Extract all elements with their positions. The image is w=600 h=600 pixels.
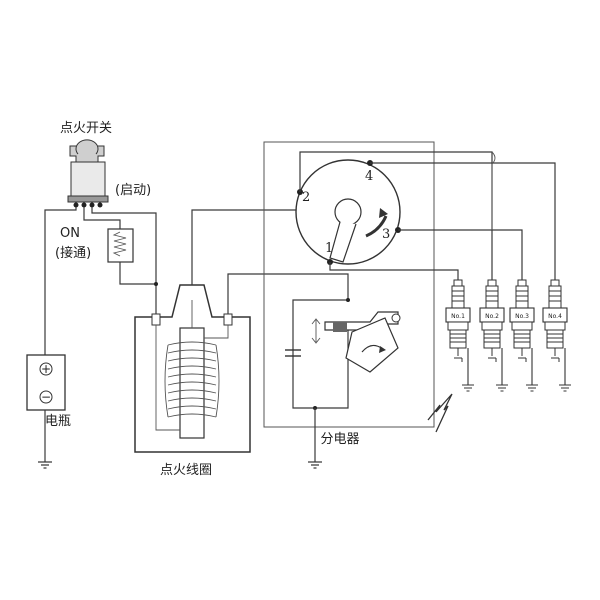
ground-symbol-battery: [38, 461, 52, 469]
ignition-coil-label: 点火线圈: [160, 463, 212, 478]
distributor-cap: [295, 159, 401, 265]
cap-number-2: 2: [302, 190, 310, 205]
ground-symbol-distributor: [308, 461, 322, 469]
spark-plug-label: No.4: [548, 313, 562, 320]
distributor-label: 分电器: [320, 432, 359, 447]
spark-plug-label: No.3: [515, 313, 529, 320]
battery: + −: [26, 354, 66, 411]
on-connected-label: (接通): [55, 245, 91, 261]
on-label: ON: [60, 226, 80, 241]
spark-plug-label: No.1: [451, 313, 465, 320]
start-label: (启动): [115, 183, 151, 198]
battery-minus-sign: −: [41, 390, 51, 404]
spark-icon: [427, 393, 453, 433]
spark-plug-4: No.4: [542, 279, 571, 392]
ignition-coil: [134, 284, 251, 453]
spark-plug-label: No.2: [485, 313, 499, 320]
battery-label: 电瓶: [45, 414, 71, 429]
cap-number-1: 1: [325, 241, 333, 256]
distributor-housing: [263, 141, 435, 428]
spark-plugs: No.1 No.2 No.3 No.4: [445, 279, 571, 392]
cap-number-4: 4: [365, 169, 373, 184]
spark-plug-3: No.3: [509, 279, 538, 392]
cap-number-3: 3: [382, 227, 390, 242]
ignition-switch: [67, 139, 109, 208]
battery-plus-sign: +: [41, 362, 51, 376]
ballast-resistor: [107, 228, 134, 263]
spark-plug-2: No.2: [479, 279, 508, 392]
spark-plug-1: No.1: [445, 279, 474, 392]
ignition-switch-label: 点火开关: [60, 121, 112, 136]
breaker-assembly: [285, 298, 401, 410]
